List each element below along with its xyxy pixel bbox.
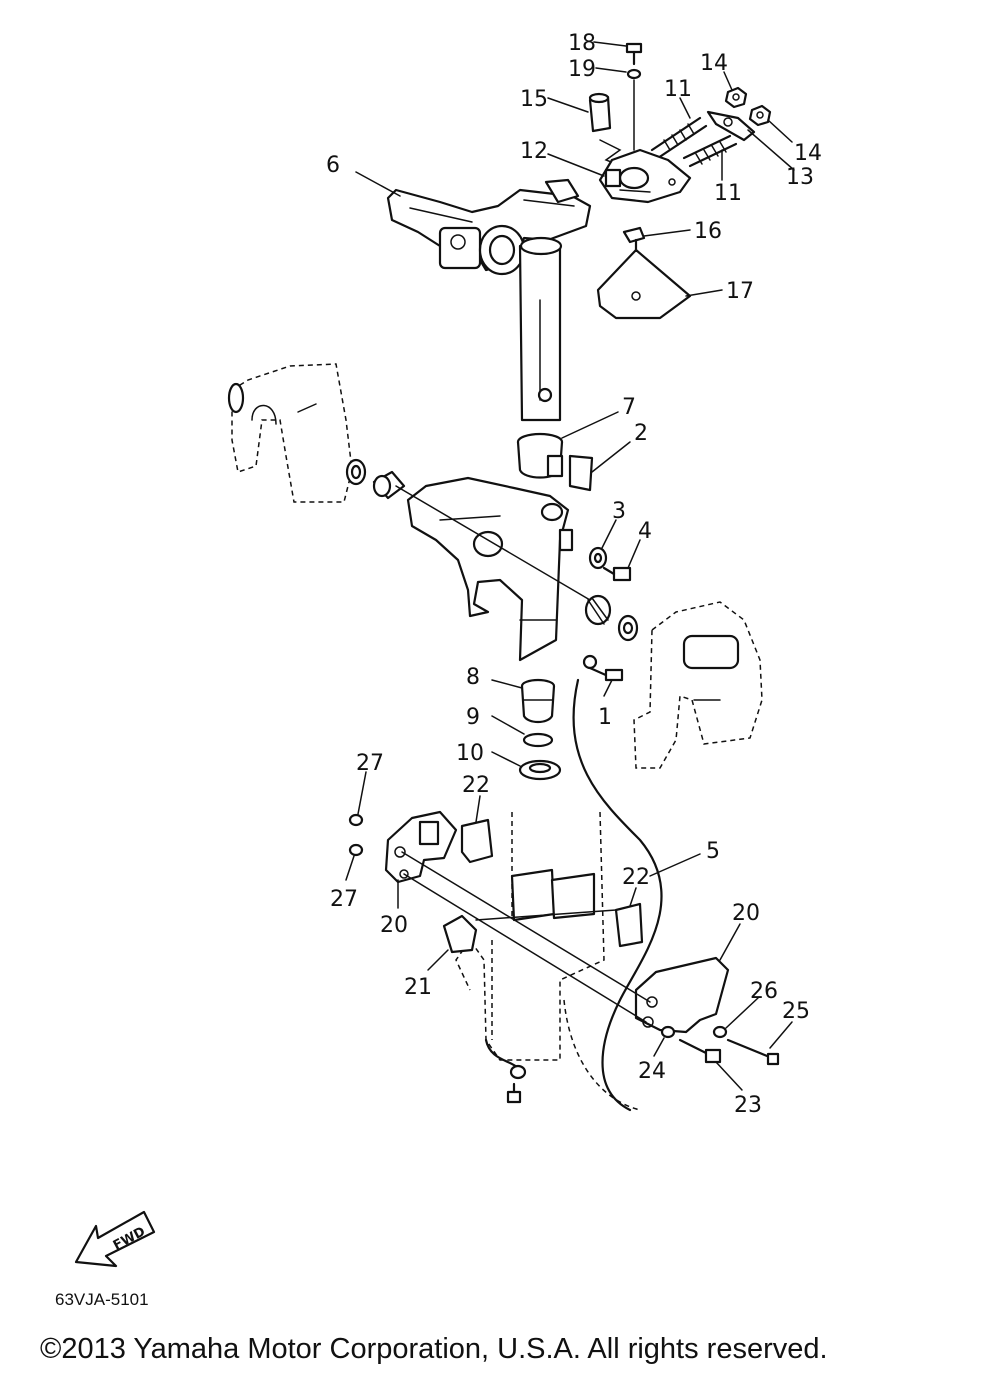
callout-18: 18 — [568, 31, 596, 56]
fwd-arrow-icon: FWD — [74, 1210, 156, 1268]
friction-plate-12 — [598, 148, 692, 204]
bracket-13 — [706, 110, 756, 142]
callout-11-upper: 11 — [664, 77, 692, 102]
collar-3 — [588, 546, 608, 570]
pin-15 — [588, 92, 612, 133]
callout-15: 15 — [520, 87, 548, 112]
seal-10 — [518, 759, 562, 781]
copyright-notice: ©2013 Yamaha Motor Corporation, U.S.A. A… — [40, 1333, 828, 1365]
washer-24 — [660, 1025, 676, 1039]
callout-9: 9 — [466, 705, 480, 730]
callout-22-left: 22 — [462, 773, 490, 798]
callout-25: 25 — [782, 999, 810, 1024]
callout-1: 1 — [598, 705, 612, 730]
callout-7: 7 — [622, 395, 636, 420]
plate-2 — [568, 454, 594, 492]
callout-27-lower: 27 — [330, 887, 358, 912]
callout-13: 13 — [786, 165, 814, 190]
bolt-23 — [678, 1038, 722, 1064]
callout-21: 21 — [404, 975, 432, 1000]
diagram-code: 63VJA-5101 — [55, 1290, 149, 1309]
screw-lower — [506, 1082, 522, 1104]
clamp-bracket-right — [633, 601, 763, 769]
callout-12: 12 — [520, 139, 548, 164]
callout-14-lower: 14 — [794, 141, 822, 166]
washer-27-upper — [348, 813, 364, 827]
bolt-25 — [726, 1038, 780, 1066]
callout-19: 19 — [568, 57, 596, 82]
callout-14-upper: 14 — [700, 51, 728, 76]
stud-11-lower — [682, 134, 738, 168]
callout-27-upper: 27 — [356, 751, 384, 776]
callout-24: 24 — [638, 1059, 666, 1084]
callout-22-right: 22 — [622, 865, 650, 890]
bushing-left — [372, 470, 406, 500]
nut-14-upper — [724, 86, 748, 109]
bolt-4 — [602, 566, 632, 582]
ground-wire — [484, 1038, 520, 1070]
callout-16: 16 — [694, 219, 722, 244]
callout-3: 3 — [612, 499, 626, 524]
callout-23: 23 — [734, 1093, 762, 1118]
bushing-8 — [520, 678, 556, 724]
washer-27-lower — [348, 843, 364, 857]
callout-2: 2 — [634, 421, 648, 446]
callout-10: 10 — [456, 741, 484, 766]
washer-26 — [712, 1025, 728, 1039]
callout-5: 5 — [706, 839, 720, 864]
swivel-bracket — [406, 476, 574, 662]
ground-lead-1 — [582, 654, 624, 682]
mount-rubber-22-left — [460, 818, 494, 864]
o-ring-9 — [522, 732, 554, 748]
mount-bracket-20-left — [384, 810, 458, 884]
callout-8: 8 — [466, 665, 480, 690]
callout-20-left: 20 — [380, 913, 408, 938]
bushing-7 — [516, 432, 564, 479]
washer-19 — [626, 68, 642, 80]
plate-17 — [596, 248, 692, 320]
mount-bracket-20-right — [634, 956, 730, 1034]
clip-16 — [622, 226, 646, 254]
callout-11-lower: 11 — [714, 181, 742, 206]
clamp-bracket-left — [231, 363, 353, 503]
steering-bracket-6 — [386, 178, 592, 422]
nut-14-lower — [748, 104, 772, 127]
hose-5 — [572, 678, 663, 1112]
callout-26: 26 — [750, 979, 778, 1004]
spring-right — [584, 594, 612, 626]
mount-rubber-22-right — [614, 902, 644, 948]
callout-17: 17 — [726, 279, 754, 304]
callout-6: 6 — [326, 153, 340, 178]
leader-lines — [345, 41, 795, 1091]
stud-11-upper — [650, 116, 708, 160]
callout-4: 4 — [638, 519, 652, 544]
callout-20-right: 20 — [732, 901, 760, 926]
mount-rubber-21 — [442, 914, 478, 954]
bolt-18 — [625, 42, 643, 66]
